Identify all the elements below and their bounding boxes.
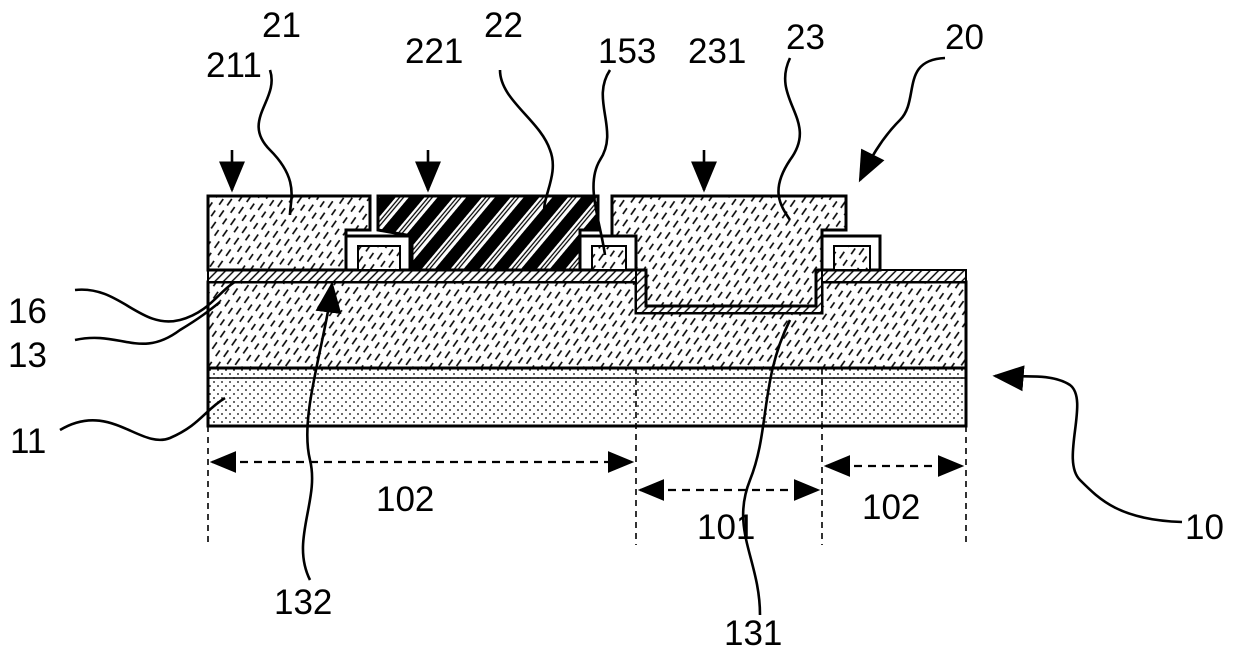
label-211: 211 bbox=[206, 46, 262, 85]
label-101: 101 bbox=[697, 508, 755, 547]
leader-13 bbox=[75, 302, 220, 344]
subpixel-21 bbox=[208, 196, 370, 270]
substrate-layer-11 bbox=[208, 368, 966, 426]
label-13: 13 bbox=[8, 336, 47, 375]
label-22: 22 bbox=[484, 6, 523, 45]
post-153-b bbox=[580, 236, 636, 270]
label-153: 153 bbox=[598, 32, 656, 71]
layer-16 bbox=[208, 270, 636, 282]
leader-21 bbox=[259, 70, 292, 215]
label-16: 16 bbox=[8, 292, 47, 331]
leader-22 bbox=[500, 70, 553, 215]
label-23: 23 bbox=[786, 18, 825, 57]
label-102-right: 102 bbox=[862, 488, 920, 527]
leader-10 bbox=[995, 376, 1182, 522]
layer-16-right bbox=[822, 270, 966, 282]
label-21: 21 bbox=[262, 6, 301, 45]
label-20: 20 bbox=[945, 18, 984, 57]
label-221: 221 bbox=[405, 32, 463, 71]
label-131: 131 bbox=[724, 614, 782, 653]
label-10: 10 bbox=[1185, 508, 1224, 547]
label-231: 231 bbox=[688, 32, 746, 71]
post-153-c bbox=[822, 236, 880, 270]
subpixel-23 bbox=[612, 196, 846, 306]
leader-11 bbox=[60, 398, 225, 440]
layer-13 bbox=[208, 282, 966, 368]
label-11: 11 bbox=[10, 422, 46, 461]
leader-20 bbox=[860, 58, 945, 180]
post-153-a bbox=[346, 236, 410, 270]
subpixel-22 bbox=[378, 196, 598, 270]
label-132: 132 bbox=[274, 583, 332, 622]
label-102-left: 102 bbox=[376, 480, 434, 519]
